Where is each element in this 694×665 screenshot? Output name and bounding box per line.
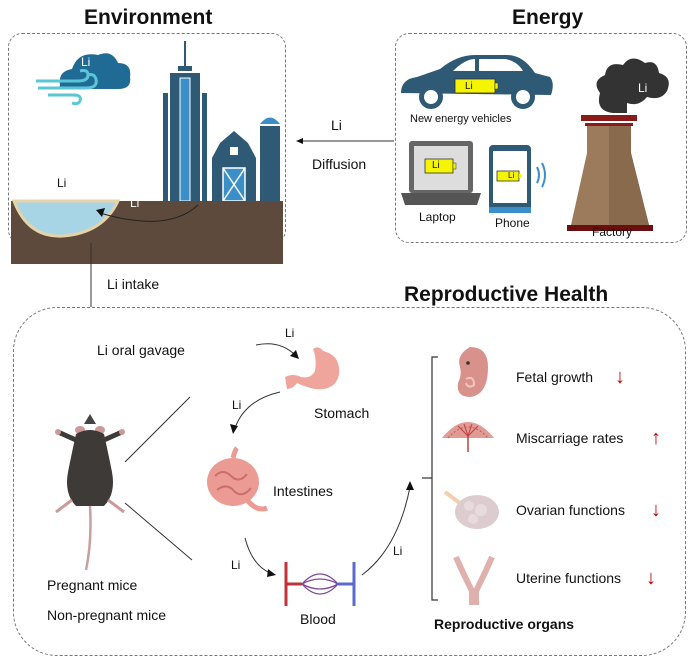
environment-title: Environment [84, 6, 213, 29]
effect-uterine-functions-label: Uterine functions [516, 570, 622, 586]
blood-vessels-icon [284, 562, 356, 606]
blood-label: Blood [300, 611, 336, 627]
car-battery-label: Li [465, 81, 473, 92]
oral-gavage-label: Li oral gavage [97, 342, 185, 358]
pregnant-mice-label: Pregnant mice [47, 577, 138, 593]
arrow-down-icon: ↓ [615, 366, 625, 388]
phone-label: Phone [495, 216, 530, 230]
mouse-icon [55, 414, 125, 571]
phone-battery-label: Li [508, 171, 515, 180]
fetus-icon [457, 347, 488, 397]
intestines-li-label: Li [232, 398, 242, 412]
laptop-icon [401, 141, 481, 205]
environment-illustration [11, 41, 283, 264]
barn-icon [207, 126, 261, 202]
placenta-icon [442, 422, 494, 452]
diffusion-li-label: Li [331, 117, 342, 133]
stomach-label: Stomach [314, 405, 370, 421]
blood-li-label: Li [231, 558, 241, 572]
groundwater-pool [11, 199, 121, 238]
laptop-battery-label: Li [432, 160, 440, 171]
cloud-icon [36, 53, 131, 106]
stomach-li-label: Li [285, 326, 295, 340]
li-intake-label: Li intake [107, 276, 160, 292]
cloud-li-label: Li [81, 55, 91, 69]
ovary-icon [443, 490, 499, 529]
reproductive-health-title: Reproductive Health [404, 283, 609, 306]
diffusion-arrow [296, 138, 394, 144]
intestines-label: Intestines [273, 483, 333, 499]
laptop-label: Laptop [419, 210, 456, 224]
soil-li-label: Li [130, 196, 140, 210]
arrow-down-icon: ↓ [646, 567, 656, 589]
phone-icon [489, 145, 546, 213]
silo-icon [260, 117, 280, 201]
reproductive-organs-caption: Reproductive organs [434, 616, 575, 632]
intestines-icon [207, 446, 268, 512]
factory-icon [567, 58, 669, 231]
diffusion-label: Diffusion [312, 156, 367, 172]
energy-title: Energy [512, 6, 584, 29]
arrow-up-icon: ↑ [651, 427, 661, 449]
water-li-label: Li [57, 176, 67, 190]
skyscraper-icon [163, 41, 207, 202]
effect-fetal-growth-label: Fetal growth [516, 369, 594, 385]
arrow-down-icon: ↓ [651, 499, 661, 521]
reproductive-health-panel [13, 307, 686, 656]
factory-label: Factory [592, 225, 633, 239]
car-icon [401, 55, 553, 109]
effect-ovarian-functions-label: Ovarian functions [516, 502, 625, 518]
stomach-icon [285, 347, 340, 390]
uterus-icon [453, 555, 495, 605]
effect-miscarriage-rates-label: Miscarriage rates [516, 430, 624, 446]
non-pregnant-mice-label: Non-pregnant mice [47, 607, 167, 623]
energy-illustration [401, 55, 669, 231]
factory-smoke-label: Li [638, 81, 648, 95]
blood-out-li-label: Li [393, 544, 403, 558]
car-label: New energy vehicles [410, 113, 512, 125]
